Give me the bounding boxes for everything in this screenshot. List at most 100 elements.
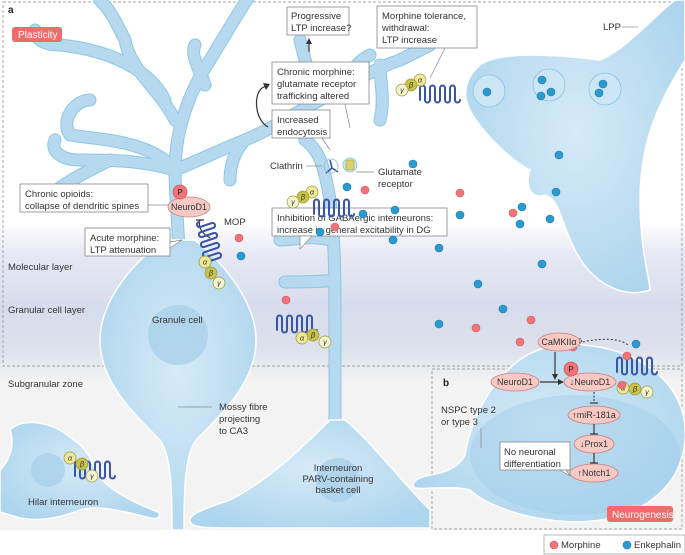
morphine-dot <box>330 222 340 232</box>
callout-no-differentiation: No neuronal differentiation <box>499 441 571 477</box>
svg-text:NSPC type 2: NSPC type 2 <box>441 405 496 416</box>
enkephalin-dot <box>434 319 444 329</box>
callout-chronic-morphine: Chronic morphine: glutamate receptor tra… <box>271 61 370 129</box>
g-protein-alpha-label: α <box>310 188 315 197</box>
basket-cell <box>189 419 431 529</box>
morphine-dot <box>281 295 291 305</box>
neurod1-node-a: NeuroD1 P <box>167 184 211 239</box>
g-protein-beta-icon <box>204 266 218 280</box>
mossy-fibre-label: Mossy fibre projecting to CA3 <box>178 402 268 437</box>
g-protein-beta-label: β <box>310 331 316 340</box>
svg-text:Clathrin: Clathrin <box>270 161 303 172</box>
mop-receptor-granule: αβγ <box>195 221 226 290</box>
g-protein-beta-label: β <box>208 269 214 278</box>
g-protein-beta-icon <box>306 328 320 342</box>
g-protein-alpha-icon <box>198 255 212 269</box>
plasticity-tag: Plasticity <box>12 27 62 42</box>
svg-text:PARV-containing: PARV-containing <box>303 474 374 485</box>
g-protein-beta-label: β <box>79 460 85 469</box>
morphine-dot <box>617 380 627 390</box>
enkephalin-dot <box>434 243 444 253</box>
svg-text:Plasticity: Plasticity <box>18 30 57 41</box>
svg-text:No neuronal: No neuronal <box>504 447 556 458</box>
svg-text:withdrawal:: withdrawal: <box>381 23 430 34</box>
ligand-dots <box>234 75 641 390</box>
morphine-dot <box>234 233 244 243</box>
svg-text:Morphine tolerance,: Morphine tolerance, <box>382 11 466 22</box>
receptor-coil-icon <box>276 314 318 334</box>
mop-receptor-dendrite-1: αβγ <box>286 185 355 218</box>
g-protein-beta-icon <box>75 457 89 471</box>
enkephalin-dot <box>315 227 325 237</box>
enkephalin-dot <box>342 182 352 192</box>
layer-subgranular: Subgranular zone <box>8 379 83 390</box>
g-protein-gamma-label: γ <box>323 338 328 347</box>
svg-text:Morphine: Morphine <box>561 540 601 551</box>
enkephalin-dot <box>537 75 547 85</box>
svg-text:CaMKIIα: CaMKIIα <box>541 337 576 347</box>
panel-a-frame <box>2 1 683 367</box>
g-protein-gamma-label: γ <box>217 279 222 288</box>
svg-text:NeuroD1: NeuroD1 <box>171 202 207 212</box>
svg-text:Mossy fibre: Mossy fibre <box>219 402 268 413</box>
node-prox1: ↓Prox1 <box>573 434 615 454</box>
svg-text:Neurogenesis: Neurogenesis <box>612 510 674 521</box>
enkephalin-dot <box>482 87 492 97</box>
nspc-label: NSPC type 2 or type 3 <box>441 405 496 448</box>
svg-text:collapse of dendritic spines: collapse of dendritic spines <box>25 201 139 212</box>
node-neurod1: NeuroD1 <box>490 372 540 392</box>
morphine-dot <box>622 351 632 361</box>
g-protein-alpha-label: α <box>300 334 305 343</box>
layer-molecular: Molecular layer <box>8 262 72 273</box>
callout-morphine-tolerance: Morphine tolerance, withdrawal: LTP incr… <box>376 5 478 79</box>
enkephalin-dot <box>594 88 604 98</box>
svg-text:Interneuron: Interneuron <box>314 463 363 474</box>
legend-item-enkephalin: Enkephalin <box>622 540 681 551</box>
g-protein-gamma-icon <box>212 276 226 290</box>
svg-text:projecting: projecting <box>219 414 260 425</box>
node-neurod1-down: ↓NeuroD1 P <box>563 361 617 392</box>
g-protein-beta-label: β <box>300 193 306 202</box>
clathrin-label: Clathrin <box>270 158 339 174</box>
g-protein-gamma-icon <box>395 83 409 97</box>
g-protein-beta-label: β <box>408 81 414 90</box>
enkephalin-dot <box>388 235 398 245</box>
g-protein-gamma-icon <box>85 469 99 483</box>
panel-a-label: a <box>8 5 14 16</box>
svg-text:Glutamate: Glutamate <box>378 167 422 178</box>
enkephalin-dot <box>515 219 525 229</box>
g-protein-beta-icon <box>296 190 310 204</box>
legend-item-morphine: Morphine <box>549 540 601 551</box>
g-protein-gamma-label: γ <box>291 198 296 207</box>
enkephalin-dot <box>236 251 246 261</box>
callout-acute-morphine: Acute morphine: LTP attenuation <box>84 227 183 257</box>
node-camk2a: CaMKIIα <box>537 332 581 352</box>
hilar-interneuron-label: Hilar interneuron <box>28 497 98 508</box>
morphine-dot <box>515 337 525 347</box>
enkephalin-dot <box>598 79 608 89</box>
svg-text:Acute morphine:: Acute morphine: <box>90 233 159 244</box>
g-protein-alpha-icon <box>63 451 77 465</box>
enkephalin-dot <box>536 91 546 101</box>
g-protein-gamma-label: γ <box>400 86 405 95</box>
g-protein-alpha-label: α <box>203 258 208 267</box>
svg-text:differentiation: differentiation <box>504 459 561 470</box>
legend: Morphine Enkephalin <box>543 534 685 555</box>
svg-text:LPP: LPP <box>603 22 621 33</box>
svg-text:glutamate receptor: glutamate receptor <box>277 79 356 90</box>
receptor-coil-icon <box>419 84 461 104</box>
lpp-terminal <box>464 0 685 294</box>
svg-text:LTP increase?: LTP increase? <box>291 23 351 34</box>
svg-text:basket cell: basket cell <box>316 485 361 496</box>
enkephalin-dot <box>517 202 527 212</box>
lpp-label: LPP <box>603 22 638 33</box>
morphine-dot <box>455 188 465 198</box>
svg-text:Progressive: Progressive <box>291 11 341 22</box>
enkephalin-dot <box>545 214 555 224</box>
enkephalin-dot <box>473 279 483 289</box>
svg-text:↓Prox1: ↓Prox1 <box>580 439 608 449</box>
layer-granular: Granular cell layer <box>8 305 85 316</box>
enkephalin-dot <box>408 159 418 169</box>
g-protein-gamma-label: γ <box>90 472 95 481</box>
